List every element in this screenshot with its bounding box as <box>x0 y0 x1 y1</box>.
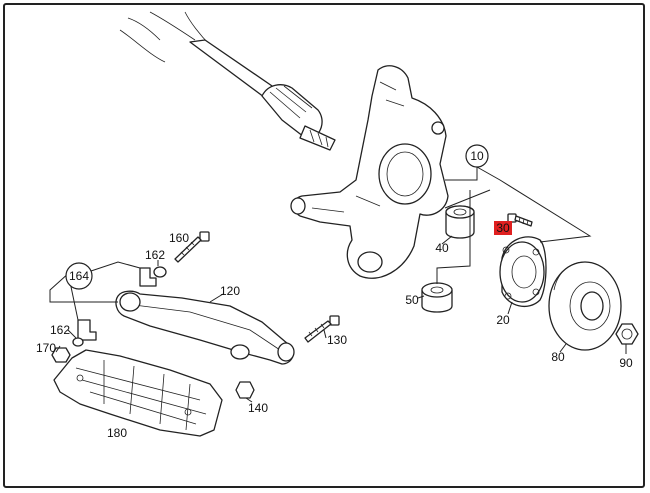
highlight-30 <box>494 221 512 235</box>
label-160[interactable]: 160 <box>169 231 189 245</box>
label-50[interactable]: 50 <box>405 293 419 307</box>
label-162-upper[interactable]: 162 <box>145 248 165 262</box>
bolt-30 <box>507 213 533 227</box>
steering-knuckle <box>290 65 449 279</box>
washer-162-upper <box>153 266 167 278</box>
label-20[interactable]: 20 <box>496 313 510 327</box>
callout-164: 164 <box>65 262 93 290</box>
label-180[interactable]: 180 <box>107 426 127 440</box>
label-162-lower[interactable]: 162 <box>50 323 70 337</box>
callout-10: 10 <box>465 144 489 168</box>
bushing-40 <box>445 205 475 239</box>
label-140[interactable]: 140 <box>248 401 268 415</box>
wheel-hub-20 <box>499 236 547 308</box>
control-arm-120 <box>115 290 295 365</box>
callout-164-label: 164 <box>69 269 89 283</box>
label-80[interactable]: 80 <box>551 350 565 364</box>
label-120[interactable]: 120 <box>220 284 240 298</box>
brake-disc-80 <box>548 261 622 351</box>
label-90[interactable]: 90 <box>619 356 633 370</box>
label-170[interactable]: 170 <box>36 341 56 355</box>
callout-lines <box>49 166 627 403</box>
cover-plate-180 <box>53 349 223 437</box>
washer-162-lower <box>72 337 84 347</box>
drive-shaft <box>119 11 336 151</box>
nut-140 <box>235 381 255 399</box>
bracket-upper <box>139 267 157 287</box>
bolt-160 <box>174 231 210 263</box>
label-30[interactable]: 30 <box>496 221 510 235</box>
callout-10-label: 10 <box>470 149 484 163</box>
axle-nut-90 <box>615 323 639 345</box>
bracket-lower <box>77 319 97 341</box>
bushing-50 <box>421 282 453 313</box>
label-40[interactable]: 40 <box>435 241 449 255</box>
diagram-frame <box>3 3 645 488</box>
label-130[interactable]: 130 <box>327 333 347 347</box>
bolt-130 <box>304 315 340 343</box>
